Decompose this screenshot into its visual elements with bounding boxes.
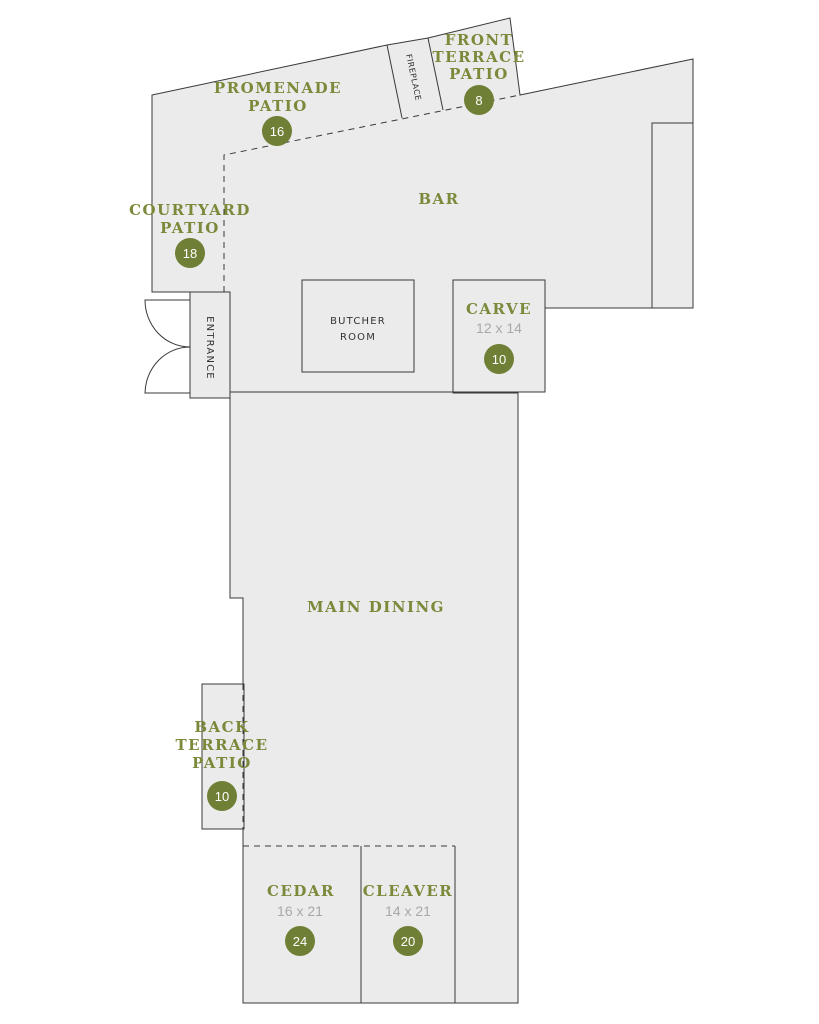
cedar-capacity: 24 [293, 934, 307, 949]
carve-label: CARVE [466, 300, 532, 318]
carve-capacity-badge: 10 [484, 344, 514, 374]
courtyard-line2: PATIO [160, 219, 220, 237]
front-terrace-capacity-badge: 8 [464, 85, 494, 115]
back-terrace-line3: PATIO [192, 754, 252, 772]
promenade-capacity-badge: 16 [262, 116, 292, 146]
front-terrace-line2: TERRACE [432, 48, 525, 66]
cedar-label: CEDAR [267, 882, 335, 900]
back-terrace-patio-label: BACK TERRACE PATIO [175, 718, 268, 772]
cedar-capacity-badge: 24 [285, 926, 315, 956]
butcher-room[interactable] [301, 279, 415, 373]
front-terrace-line3: PATIO [449, 65, 509, 83]
carve-room[interactable] [452, 279, 546, 393]
fireplace-wall-right [427, 37, 444, 111]
promenade-line2: PATIO [248, 97, 308, 115]
bar-alcove-wall [651, 122, 693, 308]
front-terrace-capacity: 8 [475, 93, 482, 108]
carve-capacity: 10 [492, 352, 506, 367]
back-terrace-capacity: 10 [215, 789, 229, 804]
courtyard-capacity: 18 [183, 246, 197, 261]
cleaver-label: CLEAVER [363, 882, 454, 900]
main-dining-label: MAIN DINING [307, 598, 445, 616]
promenade-capacity: 16 [270, 124, 284, 139]
back-terrace-line2: TERRACE [175, 736, 268, 754]
cleaver-dims: 14 x 21 [385, 903, 431, 919]
entrance-doors[interactable] [144, 299, 191, 394]
butcher-line1: BUTCHER [330, 316, 386, 327]
courtyard-line1: COURTYARD [129, 201, 251, 219]
cleaver-room[interactable] [362, 847, 454, 1002]
courtyard-patio-label: COURTYARD PATIO [129, 201, 251, 237]
bar-label: BAR [418, 190, 459, 208]
butcher-line2: ROOM [340, 332, 376, 343]
front-terrace-line1: FRONT [445, 31, 514, 49]
patio-boundary-dashed [223, 94, 521, 292]
cedar-dims: 16 x 21 [277, 903, 323, 919]
courtyard-capacity-badge: 18 [175, 238, 205, 268]
cleaver-capacity: 20 [401, 934, 415, 949]
butcher-room-label: BUTCHER ROOM [330, 316, 386, 343]
cleaver-capacity-badge: 20 [393, 926, 423, 956]
promenade-line1: PROMENADE [214, 79, 342, 97]
cedar-room[interactable] [244, 847, 360, 1002]
carve-dims: 12 x 14 [476, 320, 522, 336]
fireplace-wall-left [386, 44, 403, 119]
entrance-label: ENTRANCE [204, 316, 215, 380]
promenade-patio-label: PROMENADE PATIO [214, 79, 342, 115]
back-terrace-line1: BACK [194, 718, 249, 736]
entrance-vestibule [189, 291, 231, 399]
front-terrace-patio-label: FRONT TERRACE PATIO [432, 31, 525, 83]
back-terrace-capacity-badge: 10 [207, 781, 237, 811]
